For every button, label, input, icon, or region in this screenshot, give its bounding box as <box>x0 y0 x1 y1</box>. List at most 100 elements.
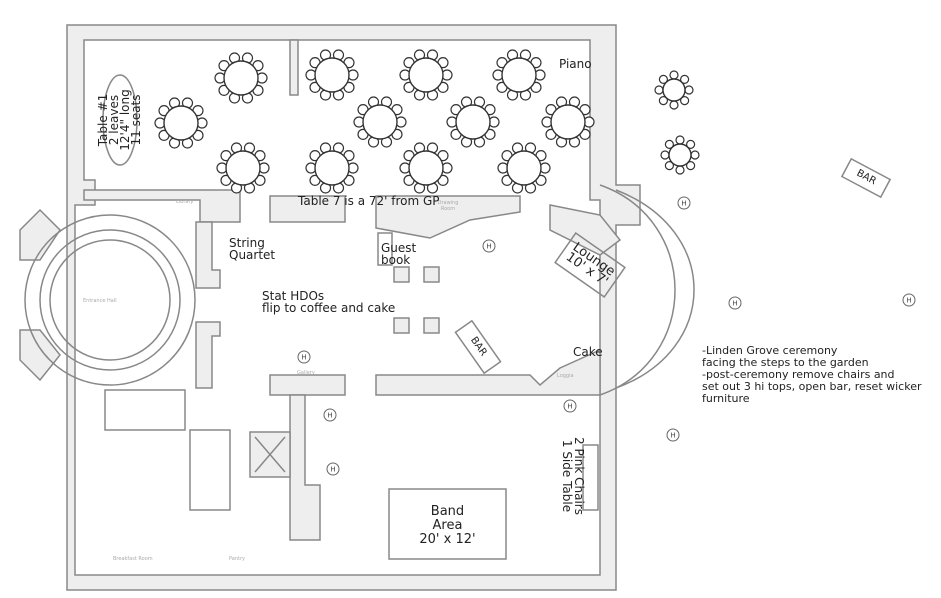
piano-label: Piano <box>559 57 592 71</box>
table-1-line: 11 seats <box>129 94 143 146</box>
note-line: -Linden Grove ceremony <box>702 344 838 357</box>
room-label-breakfast-room: Breakfast Room <box>113 556 153 562</box>
round-table <box>214 52 268 104</box>
heater-icon: H <box>666 428 680 442</box>
chair <box>680 74 690 84</box>
note-line: furniture <box>702 392 750 405</box>
table-top <box>662 78 686 102</box>
round-table <box>154 97 208 149</box>
note-line: set out 3 hi tops, open bar, reset wicke… <box>702 380 922 393</box>
chair <box>664 139 674 149</box>
round-tables <box>154 49 700 194</box>
chair <box>658 96 668 106</box>
table-top <box>314 57 350 93</box>
round-table <box>399 142 453 194</box>
table-top <box>163 105 199 141</box>
walls <box>19 24 695 591</box>
round-table <box>660 135 700 175</box>
table-7-note: Table 7 is a 72' from GP <box>298 194 440 208</box>
heater-label: H <box>567 403 572 411</box>
table-1-label: Table #1 2 leaves 12'4" long 11 seats <box>96 89 143 150</box>
label-line: Band <box>430 504 465 519</box>
heater-icon: H <box>482 239 496 253</box>
table-top <box>501 57 537 93</box>
heater-icon: H <box>297 350 311 364</box>
round-table <box>446 96 500 148</box>
lounge-area <box>554 232 626 298</box>
heater-icon: H <box>902 293 916 307</box>
heater-icon: H <box>677 196 691 210</box>
note-line: facing the steps to the garden <box>702 356 869 369</box>
table-top <box>225 150 261 186</box>
table-top <box>455 104 491 140</box>
table-top <box>550 104 586 140</box>
round-table <box>216 142 270 194</box>
table-top <box>408 150 444 186</box>
label-line: String <box>229 236 265 250</box>
heater-icon: H <box>563 399 577 413</box>
table-top <box>223 60 259 96</box>
round-table <box>353 96 407 148</box>
chair <box>669 70 679 80</box>
ceremony-note: -Linden Grove ceremony facing the steps … <box>702 345 922 405</box>
chair <box>684 85 694 95</box>
label-line: book <box>381 253 411 267</box>
heater-icon: H <box>326 462 340 476</box>
heater-label: H <box>327 412 332 420</box>
label-line: 1 Side Table <box>560 439 574 513</box>
furniture <box>102 74 892 560</box>
round-table <box>305 49 359 101</box>
label-line: 2 Pink Chairs <box>572 437 586 515</box>
chair <box>654 85 664 95</box>
chair <box>675 135 685 145</box>
cake-label: Cake <box>573 345 603 359</box>
label-line: Quartet <box>229 248 276 262</box>
room-label-library: Library <box>176 199 194 205</box>
table-top <box>668 143 692 167</box>
chair <box>675 165 685 175</box>
chair <box>686 161 696 171</box>
chair <box>690 150 700 160</box>
heater-label: H <box>670 432 675 440</box>
heater-label: H <box>330 466 335 474</box>
chair <box>660 150 670 160</box>
room-label-drawing-room: Drawing Room <box>437 200 459 212</box>
bar-inside <box>454 319 502 375</box>
label-line: Stat HDOs <box>262 289 325 303</box>
bar-outside <box>840 157 892 199</box>
round-table <box>399 49 453 101</box>
label-line: 20' x 12' <box>419 532 476 547</box>
round-table <box>541 96 595 148</box>
round-table <box>654 70 694 110</box>
chair <box>658 74 668 84</box>
heater-label: H <box>906 297 911 305</box>
label-line: flip to coffee and cake <box>262 301 396 315</box>
table-top <box>408 57 444 93</box>
round-table <box>497 142 551 194</box>
guest-book-table <box>377 232 393 266</box>
table-top <box>362 104 398 140</box>
chair <box>664 161 674 171</box>
band-area <box>388 488 507 560</box>
room-label-entrance-hall: Entrance Hall <box>83 298 117 304</box>
heaters: H H H H H H H H H <box>297 196 916 476</box>
room-label-gallery: Gallery <box>297 370 315 376</box>
heater-label: H <box>486 243 491 251</box>
heater-label: H <box>301 354 306 362</box>
table-1-oval <box>102 74 138 166</box>
chair <box>686 139 696 149</box>
note-line: -post-ceremony remove chairs and <box>702 368 895 381</box>
heater-icon: H <box>728 296 742 310</box>
chair <box>680 96 690 106</box>
heater-label: H <box>681 200 686 208</box>
heater-label: H <box>732 300 737 308</box>
table-top <box>506 150 542 186</box>
round-table <box>492 49 546 101</box>
heater-icon: H <box>323 408 337 422</box>
